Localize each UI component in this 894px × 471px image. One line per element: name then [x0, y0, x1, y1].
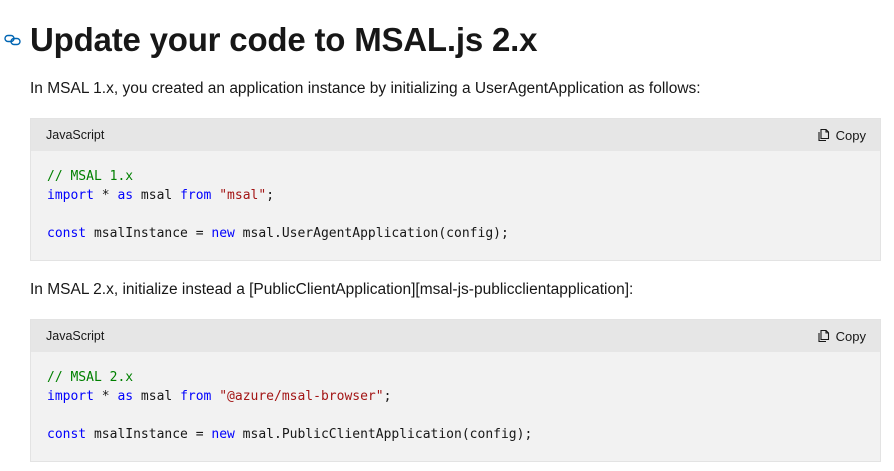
- code-block-msal2: JavaScript Copy // MSAL 2.x import * as m…: [30, 319, 881, 462]
- copy-label: Copy: [835, 328, 866, 344]
- code-token-plain: msal.PublicClientApplication(config);: [234, 427, 533, 442]
- code-line: // MSAL 2.x: [47, 368, 864, 387]
- code-token-plain: *: [93, 389, 118, 404]
- code-token-keyword: new: [211, 427, 235, 442]
- code-line: import * as msal from "@azure/msal-brows…: [47, 387, 864, 406]
- code-token-plain: msal.UserAgentApplication(config);: [234, 226, 509, 241]
- code-token-plain: *: [93, 188, 118, 203]
- code-token-keyword: import: [47, 188, 94, 203]
- code-language-label: JavaScript: [46, 128, 105, 142]
- link-icon[interactable]: [2, 29, 24, 51]
- code-token-keyword: as: [117, 389, 134, 404]
- code-token-plain: ;: [266, 188, 275, 203]
- code-token-plain: msal: [133, 188, 181, 203]
- code-token-keyword: from: [180, 389, 212, 404]
- code-token-keyword: const: [47, 427, 87, 442]
- code-token-string: "@azure/msal-browser": [219, 389, 384, 404]
- code-token-comment: // MSAL 2.x: [47, 370, 134, 385]
- code-line: const msalInstance = new msal.UserAgentA…: [47, 224, 864, 243]
- copy-button[interactable]: Copy: [815, 126, 868, 145]
- code-token-keyword: as: [117, 188, 134, 203]
- code-header: JavaScript Copy: [31, 320, 880, 352]
- code-blank-line: [47, 406, 864, 425]
- code-token-keyword: const: [47, 226, 87, 241]
- copy-button[interactable]: Copy: [815, 327, 868, 346]
- code-block-msal1: JavaScript Copy // MSAL 1.x import * as m…: [30, 118, 881, 261]
- code-line: const msalInstance = new msal.PublicClie…: [47, 425, 864, 444]
- code-token-string: "msal": [219, 188, 267, 203]
- copy-label: Copy: [835, 127, 866, 143]
- code-blank-line: [47, 205, 864, 224]
- code-body: // MSAL 2.x import * as msal from "@azure…: [31, 352, 880, 444]
- heading-row: Update your code to MSAL.js 2.x: [0, 18, 537, 62]
- code-token-plain: msalInstance =: [86, 427, 212, 442]
- code-language-label: JavaScript: [46, 329, 105, 343]
- code-token-keyword: import: [47, 389, 94, 404]
- code-token-keyword: new: [211, 226, 235, 241]
- code-body: // MSAL 1.x import * as msal from "msal";…: [31, 151, 880, 243]
- code-token-keyword: from: [180, 188, 212, 203]
- code-token-plain: msalInstance =: [86, 226, 212, 241]
- code-token-plain: msal: [133, 389, 181, 404]
- page-title: Update your code to MSAL.js 2.x: [30, 21, 538, 58]
- intro-paragraph-1: In MSAL 1.x, you created an application …: [30, 80, 701, 97]
- code-token-comment: // MSAL 1.x: [47, 169, 134, 184]
- copy-icon: [817, 128, 831, 142]
- intro-paragraph-2: In MSAL 2.x, initialize instead a [Publi…: [30, 281, 634, 298]
- code-header: JavaScript Copy: [31, 119, 880, 151]
- code-line: import * as msal from "msal";: [47, 186, 864, 205]
- copy-icon: [817, 329, 831, 343]
- code-line: // MSAL 1.x: [47, 167, 864, 186]
- code-token-plain: ;: [383, 389, 392, 404]
